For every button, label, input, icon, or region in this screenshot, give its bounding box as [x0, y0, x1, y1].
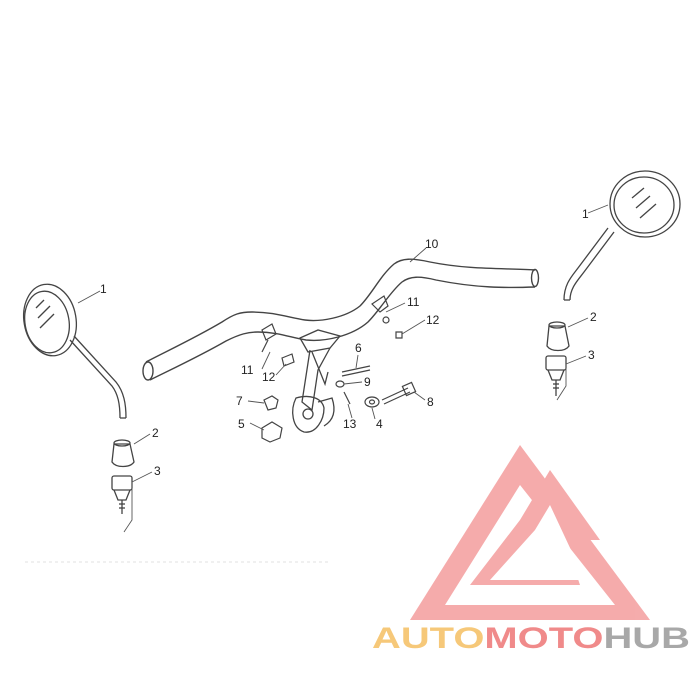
callout-clip-right: 11 [407, 295, 420, 309]
callout-washer: 4 [376, 417, 383, 431]
callout-bolt-long: 8 [427, 395, 434, 409]
callout-mirror-right: 1 [582, 207, 589, 221]
callout-cap-left: 2 [152, 426, 159, 440]
callout-clip-left: 11 [241, 363, 254, 377]
cap-right [546, 321, 570, 352]
callout-labels: 1 1 2 2 3 3 4 5 6 7 8 9 10 11 11 12 12 1… [100, 207, 597, 478]
callout-adapter-right: 3 [588, 348, 595, 362]
spacer [335, 380, 345, 388]
watermark-part-moto: MOTO [484, 622, 603, 655]
cap-left [111, 439, 135, 468]
screw-left-body [261, 339, 269, 353]
screw-right [395, 331, 403, 339]
nut-small [263, 395, 279, 411]
clip-right [371, 295, 389, 313]
pin [343, 391, 351, 405]
mirror-right [563, 170, 681, 301]
leader-lines [77, 204, 609, 533]
mirror-left [22, 283, 127, 419]
callout-screw-left: 12 [262, 370, 276, 384]
clip-right-ring [382, 316, 390, 324]
callout-screw-right: 12 [426, 313, 440, 327]
callout-nut-small: 7 [236, 394, 243, 408]
handlebar-clamp [292, 329, 342, 433]
bolt-short [341, 365, 371, 373]
callout-bolt-short: 6 [355, 341, 362, 355]
nut-lower [261, 421, 283, 443]
automotohub-logo [410, 445, 650, 620]
callout-adapter-left: 3 [154, 464, 161, 478]
callout-nut-lower: 5 [238, 417, 245, 431]
adapter-right [545, 355, 567, 396]
screw-left [281, 353, 295, 367]
callout-spacer: 9 [364, 375, 371, 389]
handlebar [142, 258, 540, 381]
clip-left [261, 323, 277, 341]
hardware-parts [261, 295, 417, 443]
callout-pin: 13 [343, 417, 357, 431]
watermark-part-hub: HUB [603, 622, 690, 655]
callout-handlebar: 10 [425, 237, 439, 251]
adapter-left [111, 475, 133, 514]
washer [364, 396, 380, 408]
callout-cap-right: 2 [590, 310, 597, 324]
callout-mirror-left: 1 [100, 282, 107, 296]
watermark-part-auto: AUTO [372, 622, 484, 655]
